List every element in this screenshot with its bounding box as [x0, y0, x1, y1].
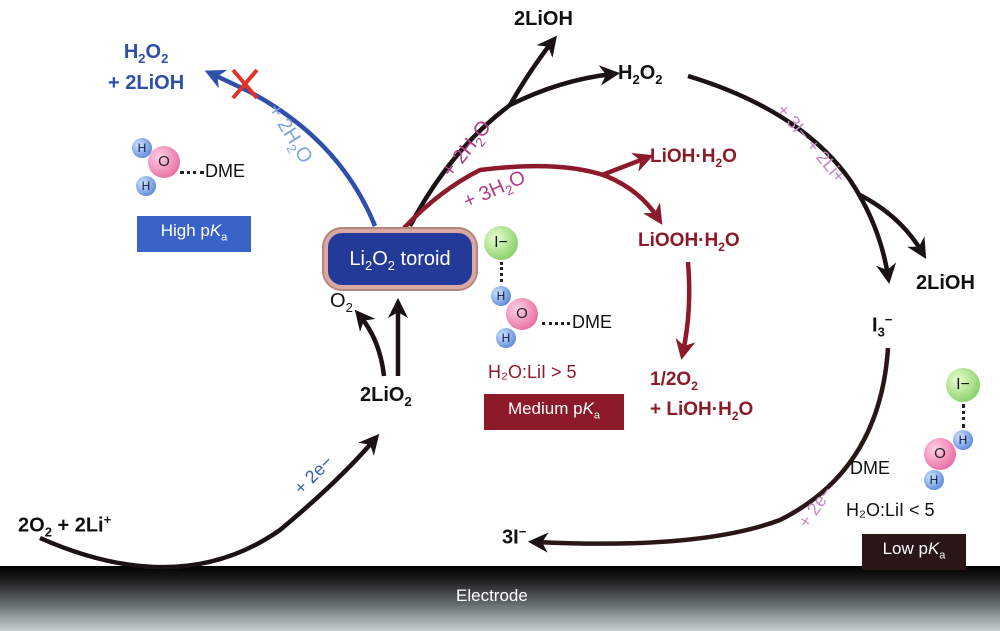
lio2-to-o2-arrow: [354, 309, 387, 377]
branch-lioh-right: [856, 191, 927, 259]
li2o2-toroid: Li2O2 toroid: [324, 229, 476, 289]
high-dme-label: DME: [205, 161, 245, 181]
low-dme-label: DME: [850, 458, 890, 478]
low-pka-path: [408, 65, 621, 228]
medium-i-atom: I−: [484, 226, 518, 260]
branch-lioh-top: [508, 35, 558, 107]
medium-ih-dots: [500, 262, 503, 282]
medium-dme-label: DME: [572, 312, 612, 332]
medium-o-atom: O: [506, 298, 538, 330]
o2-label: O2: [330, 290, 353, 315]
low-o-atom: O: [924, 438, 956, 470]
electrode-label: Electrode: [456, 586, 528, 605]
medium-pka-box: Medium pKa: [484, 394, 624, 431]
low-ratio-label: H₂O:LiI < 5: [846, 500, 935, 520]
lioh-top-label: 2LiOH: [514, 8, 573, 30]
low-h-atom-right: H: [953, 430, 973, 450]
low-i-atom: I−: [946, 368, 980, 402]
low-ih-dots: [962, 404, 965, 428]
high-pka-box: High pKa: [137, 216, 251, 253]
i3-to-iodide-arc: [527, 347, 891, 553]
medium-h-atom-top: H: [491, 286, 511, 306]
lioh-right-label: 2LiOH: [916, 272, 975, 294]
liooh-decomposition-arrow: [675, 261, 696, 360]
high-hbond-dots: [180, 171, 204, 174]
low-pka-box: Low pKa: [862, 534, 966, 571]
iodide-label: 3I−: [502, 524, 527, 549]
high-h-atom-top: H: [132, 138, 152, 158]
h2o2-to-i3-arc: [687, 73, 897, 285]
electrode-bar: [0, 566, 1000, 631]
medium-hbond-dots: [542, 322, 570, 325]
i3-label: I3−: [872, 312, 893, 340]
medium-ratio-label: H₂O:LiI > 5: [488, 362, 577, 382]
high-o-atom: O: [148, 146, 180, 178]
left-reduction-path: [39, 433, 380, 570]
lioh-h2o-label: LiOH·H2O: [650, 146, 737, 170]
branch-lioh-h2o: [601, 152, 654, 178]
h2o2-label: H2O2: [618, 62, 663, 87]
high-pka-products: H2O2 + 2LiOH: [108, 41, 185, 94]
lio2-label: 2LiO2: [360, 384, 412, 409]
liooh-h2o-label: LiOOH·H2O: [638, 230, 740, 254]
decomposition-products-label: 1/2O2 + LiOH·H2O: [650, 369, 754, 423]
high-h-atom-bottom: H: [136, 176, 156, 196]
medium-pka-path: [402, 163, 663, 230]
low-h-atom-bottom: H: [924, 470, 944, 490]
medium-h-atom-bottom: H: [496, 328, 516, 348]
reactant-o2-li: 2O2 + 2Li+: [18, 512, 112, 540]
high-pka-path: [204, 69, 378, 227]
blocked-cross: [231, 68, 259, 100]
